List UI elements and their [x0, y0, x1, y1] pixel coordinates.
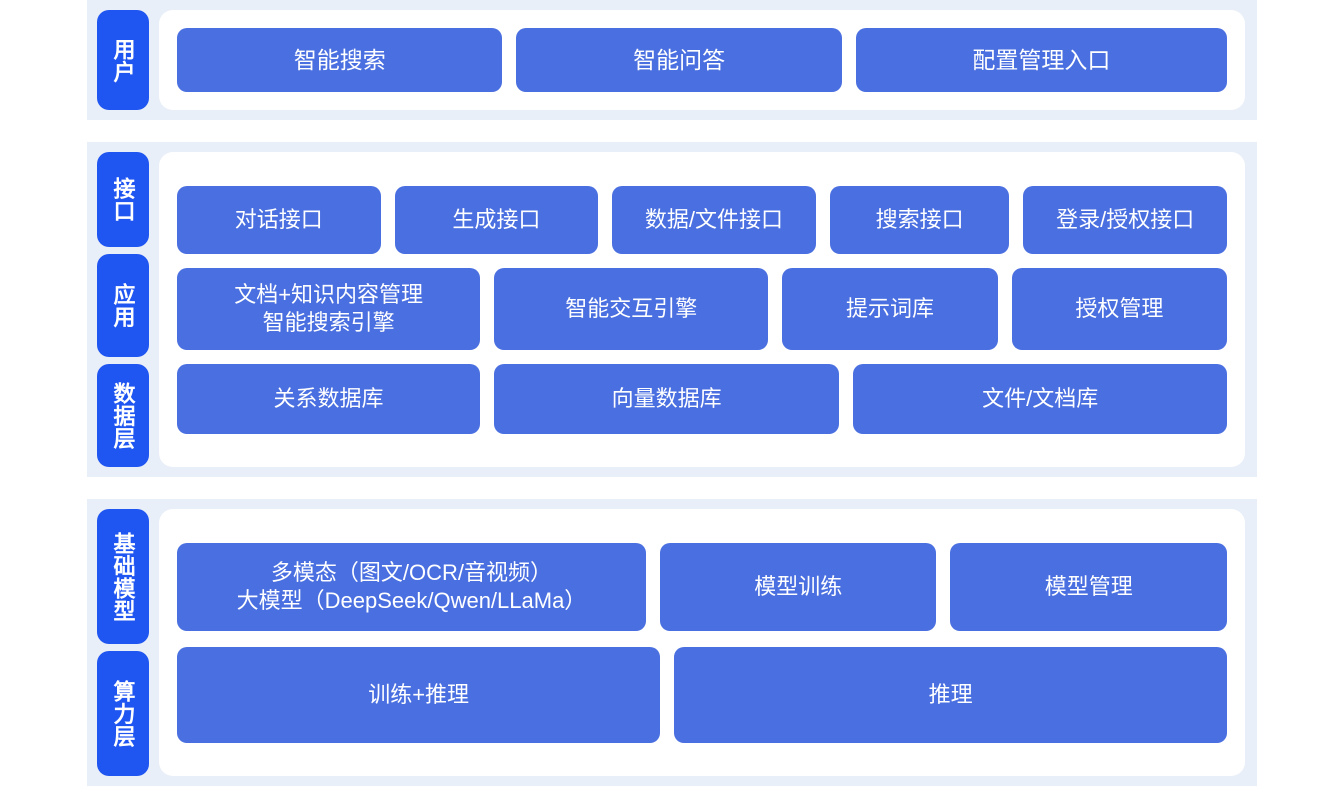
user-label-column: 用户: [97, 10, 149, 110]
box-model-training[interactable]: 模型训练: [659, 542, 937, 631]
layer-label-application: 应用: [97, 254, 149, 357]
box-dialog-api[interactable]: 对话接口: [177, 185, 381, 254]
box-relational-database[interactable]: 关系数据库: [177, 363, 480, 434]
box-model-management[interactable]: 模型管理: [950, 542, 1227, 631]
layer-label-interface-text: 接口: [110, 177, 136, 222]
box-authorization-management[interactable]: 授权管理: [1011, 267, 1228, 350]
box-smart-search[interactable]: 智能搜索: [177, 28, 503, 92]
layer-label-compute-text: 算力层: [110, 679, 136, 748]
box-vector-database[interactable]: 向量数据库: [493, 363, 840, 434]
box-prompt-library[interactable]: 提示词库: [782, 267, 998, 350]
interface-row: 对话接口 生成接口 数据/文件接口 搜索接口 登录/授权接口: [177, 185, 1228, 254]
box-doc-knowledge-management[interactable]: 文档+知识内容管理 智能搜索引擎: [177, 267, 481, 350]
section-user: 用户 智能搜索 智能问答 配置管理入口: [87, 0, 1257, 120]
application-row: 文档+知识内容管理 智能搜索引擎 智能交互引擎 提示词库 授权管理: [177, 267, 1228, 350]
box-config-management-entry[interactable]: 配置管理入口: [855, 28, 1227, 92]
layer-label-user-text: 用户: [110, 37, 136, 83]
architecture-diagram: 用户 智能搜索 智能问答 配置管理入口 接口 应用 数据层 对话接: [87, 0, 1257, 808]
box-search-api[interactable]: 搜索接口: [829, 185, 1010, 254]
layer-label-foundation-model-text: 基础模型: [110, 531, 136, 622]
layer-label-compute: 算力层: [97, 651, 149, 776]
box-login-auth-api[interactable]: 登录/授权接口: [1023, 185, 1228, 254]
box-file-document-store[interactable]: 文件/文档库: [853, 363, 1227, 434]
box-training-inference[interactable]: 训练+推理: [177, 646, 661, 743]
compute-row: 训练+推理 推理: [177, 646, 1227, 743]
layer-label-interface: 接口: [97, 152, 149, 247]
section-platform: 接口 应用 数据层 对话接口 生成接口 数据/文件接口 搜索接口 登录/授权接口…: [87, 142, 1257, 477]
layer-label-foundation-model: 基础模型: [97, 509, 149, 644]
foundation-panel: 多模态（图文/OCR/音视频） 大模型（DeepSeek/Qwen/LLaMa）…: [159, 509, 1245, 776]
box-data-file-api[interactable]: 数据/文件接口: [612, 185, 816, 254]
section-foundation: 基础模型 算力层 多模态（图文/OCR/音视频） 大模型（DeepSeek/Qw…: [87, 499, 1257, 786]
box-inference[interactable]: 推理: [674, 646, 1227, 743]
layer-label-data-text: 数据层: [110, 381, 136, 450]
box-multimodal-large-model[interactable]: 多模态（图文/OCR/音视频） 大模型（DeepSeek/Qwen/LLaMa）: [177, 542, 646, 631]
layer-label-application-text: 应用: [110, 283, 136, 328]
box-smart-qa[interactable]: 智能问答: [516, 28, 842, 92]
data-row: 关系数据库 向量数据库 文件/文档库: [177, 363, 1227, 434]
user-row: 智能搜索 智能问答 配置管理入口: [177, 28, 1227, 92]
foundation-label-column: 基础模型 算力层: [97, 509, 149, 776]
platform-label-column: 接口 应用 数据层: [97, 152, 149, 467]
box-generation-api[interactable]: 生成接口: [394, 185, 599, 254]
model-row: 多模态（图文/OCR/音视频） 大模型（DeepSeek/Qwen/LLaMa）…: [177, 542, 1227, 631]
layer-label-data: 数据层: [97, 364, 149, 467]
layer-label-user: 用户: [97, 10, 149, 110]
user-panel: 智能搜索 智能问答 配置管理入口: [159, 10, 1245, 110]
box-smart-interaction-engine[interactable]: 智能交互引擎: [494, 267, 769, 350]
platform-panel: 对话接口 生成接口 数据/文件接口 搜索接口 登录/授权接口 文档+知识内容管理…: [159, 152, 1245, 467]
